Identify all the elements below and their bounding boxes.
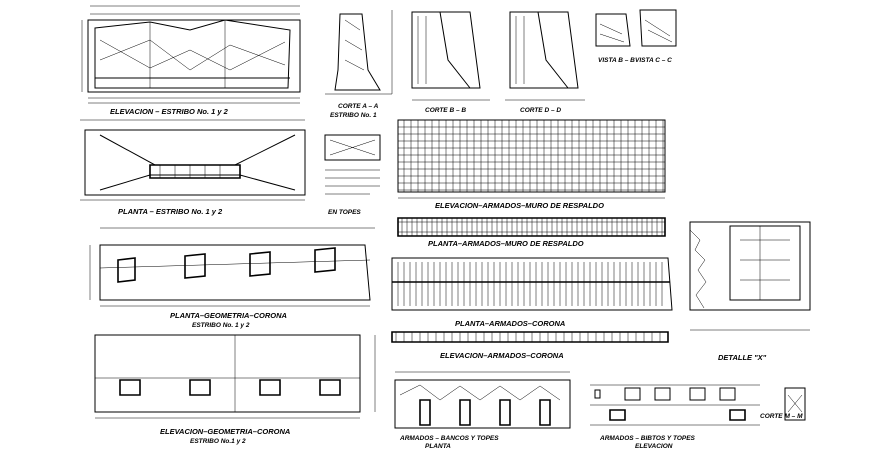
label-detalle-x: DETALLE "X" xyxy=(718,353,767,362)
drawing-corte-d xyxy=(505,11,585,101)
label-armados-bibtos: ARMADOS – BIBTOS Y TOPES xyxy=(599,435,696,442)
label-planta-armados-muro: PLANTA–ARMADOS–MURO DE RESPALDO xyxy=(428,239,584,248)
label-corte-d: CORTE D – D xyxy=(520,107,561,114)
drawing-armados-bibtos xyxy=(590,384,760,426)
label-elev-armados-corona: ELEVACION–ARMADOS–CORONA xyxy=(440,351,564,360)
label-corte-m: CORTE M – M xyxy=(760,413,803,420)
label-planta: PLANTA xyxy=(425,443,451,450)
drawing-elev-geometria-corona xyxy=(94,334,376,419)
drawing-elevacion-estribo xyxy=(81,5,301,104)
drawing-corte-a xyxy=(325,10,393,95)
label-elev-armados-muro: ELEVACION–ARMADOS–MURO DE RESPALDO xyxy=(435,201,604,210)
label-corte-b: CORTE B – B xyxy=(425,107,466,114)
drawing-detalle-x xyxy=(689,221,811,331)
label-en-topes: EN TOPES xyxy=(328,209,361,216)
drawing-vista-b xyxy=(595,13,631,47)
label-estribo-no12-a: ESTRIBO No. 1 y 2 xyxy=(192,322,250,329)
drawing-armados-bancos xyxy=(394,371,571,429)
label-estribo-no1: ESTRIBO No. 1 xyxy=(330,112,377,119)
label-vista-b: VISTA B – B xyxy=(598,57,635,64)
label-elevacion-estribo: ELEVACION – ESTRIBO No. 1 y 2 xyxy=(110,107,229,116)
drawing-elev-armados-muro xyxy=(397,119,666,199)
drawing-vista-c xyxy=(639,9,677,47)
label-planta-estribo: PLANTA – ESTRIBO No. 1 y 2 xyxy=(118,207,223,216)
drawing-planta-armados-muro xyxy=(397,217,666,237)
label-armados-bancos: ARMADOS – BANCOS Y TOPES xyxy=(399,435,499,442)
drawing-corte-m xyxy=(784,387,806,421)
drawing-planta-armados-corona xyxy=(391,257,673,311)
label-elevacion: ELEVACION xyxy=(635,443,673,450)
drawing-en-topes xyxy=(324,134,381,195)
label-planta-geometria-corona: PLANTA–GEOMETRIA–CORONA xyxy=(170,311,287,320)
label-estribo-no12-b: ESTRIBO No.1 y 2 xyxy=(190,438,246,445)
drawing-elev-armados-corona xyxy=(391,331,669,343)
label-vista-c: VISTA C – C xyxy=(635,57,672,64)
drawing-corte-b xyxy=(411,11,490,101)
label-planta-armados-corona: PLANTA–ARMADOS–CORONA xyxy=(455,319,565,328)
drawing-planta-estribo xyxy=(80,119,306,201)
label-elev-geometria-corona: ELEVACION–GEOMETRIA–CORONA xyxy=(160,427,290,436)
drawing-planta-geometria-corona xyxy=(89,227,375,307)
label-corte-a: CORTE A – A xyxy=(338,103,379,110)
